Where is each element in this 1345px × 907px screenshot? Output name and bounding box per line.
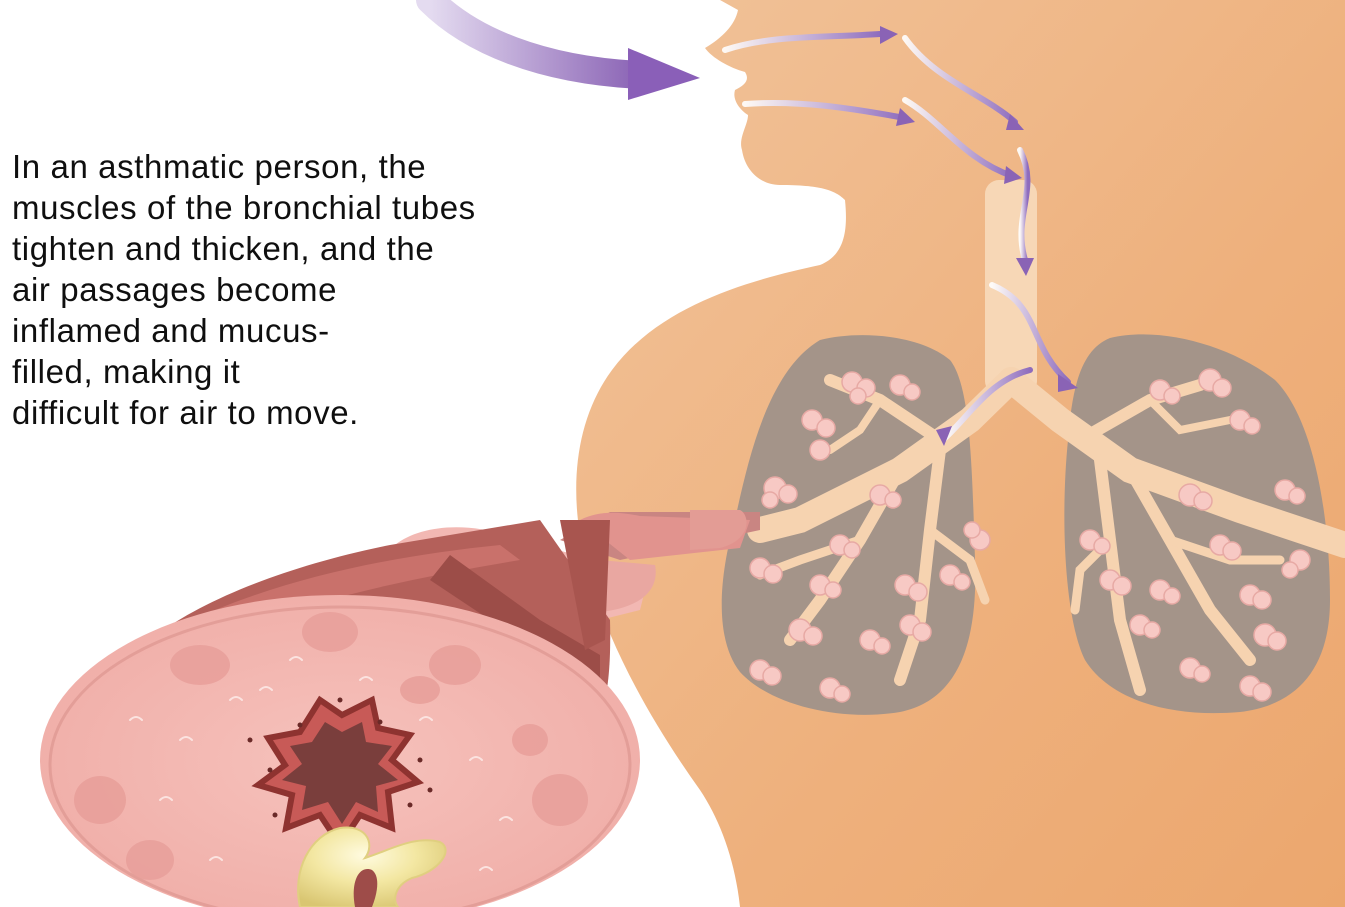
caption-line: difficult for air to move. [12, 394, 359, 431]
caption-text: In an asthmatic person, the muscles of t… [12, 146, 652, 433]
right-lung [1064, 334, 1330, 714]
caption-line: air passages become [12, 271, 338, 308]
alveoli-clusters [749, 368, 1311, 703]
caption-line: In an asthmatic person, the [12, 148, 427, 185]
bronchial-tube-cross-section-icon [40, 510, 760, 907]
airflow-arrows [722, 31, 1071, 441]
caption-line: filled, making it [12, 353, 241, 390]
caption-line: inflamed and mucus- [12, 312, 330, 349]
airflow-arrow-icon [416, 0, 700, 100]
caption-line: tighten and thicken, and the [12, 230, 435, 267]
caption-line: muscles of the bronchial tubes [12, 189, 476, 226]
airflow-arrowheads [880, 26, 1078, 446]
